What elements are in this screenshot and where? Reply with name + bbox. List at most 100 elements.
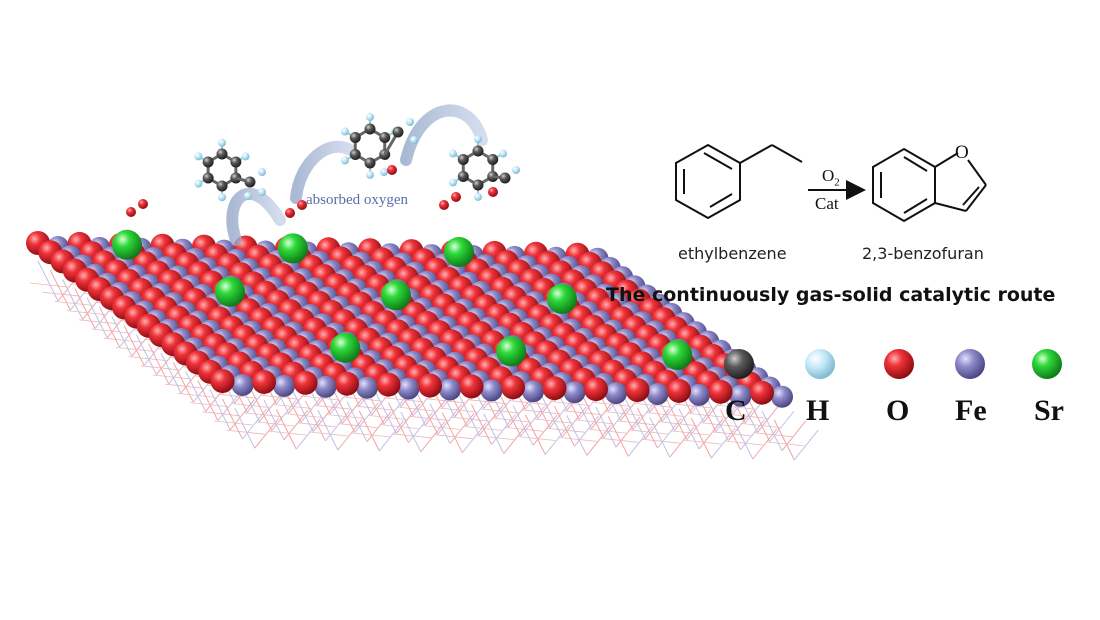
lattice-bond (466, 395, 492, 427)
lattice-bond (491, 414, 516, 445)
lattice-bond (700, 422, 739, 427)
lattice-bond (334, 392, 356, 433)
o-atom (750, 380, 774, 405)
h-atom (406, 118, 414, 126)
lattice-bond (632, 399, 658, 430)
fe-atom (397, 377, 420, 400)
lattice-bond (337, 419, 363, 451)
lattice-bond (234, 407, 256, 449)
lattice-bond (99, 306, 120, 348)
h-atom (258, 188, 266, 196)
sr-atom (662, 340, 693, 370)
lattice-bond (140, 365, 179, 371)
adsorbed-o2-atom (297, 200, 307, 210)
lattice-bond (255, 421, 295, 427)
lattice-bond (658, 421, 697, 427)
legend-sphere-fe (955, 349, 985, 379)
lattice-bond (715, 401, 741, 432)
lattice-bond (91, 328, 130, 334)
lattice-bond (292, 391, 314, 432)
lattice-bond (657, 417, 682, 449)
lattice-bond (338, 423, 378, 429)
o-atom (387, 165, 397, 175)
lattice-bond (707, 400, 729, 441)
lattice-bond (520, 405, 546, 437)
lattice-bond (380, 424, 419, 429)
lattice-bond (615, 416, 641, 448)
lattice-bond (480, 408, 519, 414)
lattice-bond (392, 433, 431, 439)
lattice-bond (29, 282, 69, 288)
lattice-bond (86, 297, 108, 339)
lattice-bond (524, 414, 546, 455)
lattice-bond (583, 397, 605, 439)
lattice-bond (260, 394, 299, 400)
lattice-bond (214, 420, 253, 426)
sr-atom (278, 233, 308, 264)
lattice-bond (549, 397, 575, 429)
o-atom (376, 372, 401, 397)
lattice-bond (698, 418, 724, 450)
lattice-bond (375, 393, 397, 434)
sr-atom (547, 283, 577, 314)
lattice-bond (309, 431, 348, 437)
lattice-bond (781, 420, 807, 452)
lattice-bond (177, 393, 216, 398)
molecule-models (126, 113, 520, 218)
lattice-bond (558, 437, 597, 442)
c-atom (472, 145, 484, 157)
lattice-bond (561, 406, 587, 438)
fe-atom (480, 379, 503, 402)
lattice-bond (37, 260, 59, 302)
h-atom (244, 192, 252, 200)
furan-double (962, 186, 980, 206)
lattice-bond (385, 397, 424, 403)
lattice-bond (724, 440, 763, 446)
legend-sphere-h (805, 349, 835, 379)
lattice-bond (478, 404, 504, 436)
lattice-bond (575, 419, 614, 425)
lattice-bond (243, 412, 282, 418)
lattice-bond (300, 392, 326, 423)
h-atom (340, 127, 349, 136)
lattice-bond (607, 416, 629, 457)
benzofuran-model (448, 135, 520, 201)
lattice-bond (592, 402, 631, 407)
lattice-bond (749, 401, 771, 442)
c-atom (244, 176, 256, 188)
h-atom (448, 178, 457, 187)
lattice-bond (152, 374, 192, 380)
legend-label-fe: Fe (955, 394, 987, 427)
lattice-bond (627, 425, 653, 457)
lattice-bond (591, 398, 616, 430)
lattice-bond (729, 413, 768, 419)
lattice-bond (603, 407, 629, 439)
c-atom (349, 149, 361, 160)
lattice-bond (509, 400, 548, 405)
legend-label-o: O (886, 394, 910, 427)
lattice-bond (66, 310, 105, 315)
lattice-bond (421, 425, 461, 430)
lattice-bond (624, 398, 646, 440)
legend-sphere-sr (1032, 349, 1062, 379)
reactant-ethyl-chain-2 (771, 144, 803, 163)
lattice-bond (219, 393, 258, 399)
c-atom (487, 154, 499, 165)
lattice-bond (686, 409, 712, 441)
product-benzene-ring (872, 147, 936, 223)
h-atom (380, 168, 388, 176)
h-atom (366, 113, 374, 122)
o-atom (488, 187, 498, 197)
lattice-bond (326, 414, 365, 419)
lattice-bond (438, 407, 477, 413)
c-atom (349, 132, 361, 143)
lattice-bond (366, 411, 392, 443)
o-atom (459, 374, 484, 399)
lattice-bond (617, 420, 656, 426)
lattice-bond (503, 423, 529, 454)
lattice-bond (634, 402, 673, 408)
lattice-bond (766, 441, 805, 447)
lattice-bond (508, 396, 533, 428)
lattice-bond (717, 404, 756, 410)
lattice-bond (197, 380, 219, 421)
